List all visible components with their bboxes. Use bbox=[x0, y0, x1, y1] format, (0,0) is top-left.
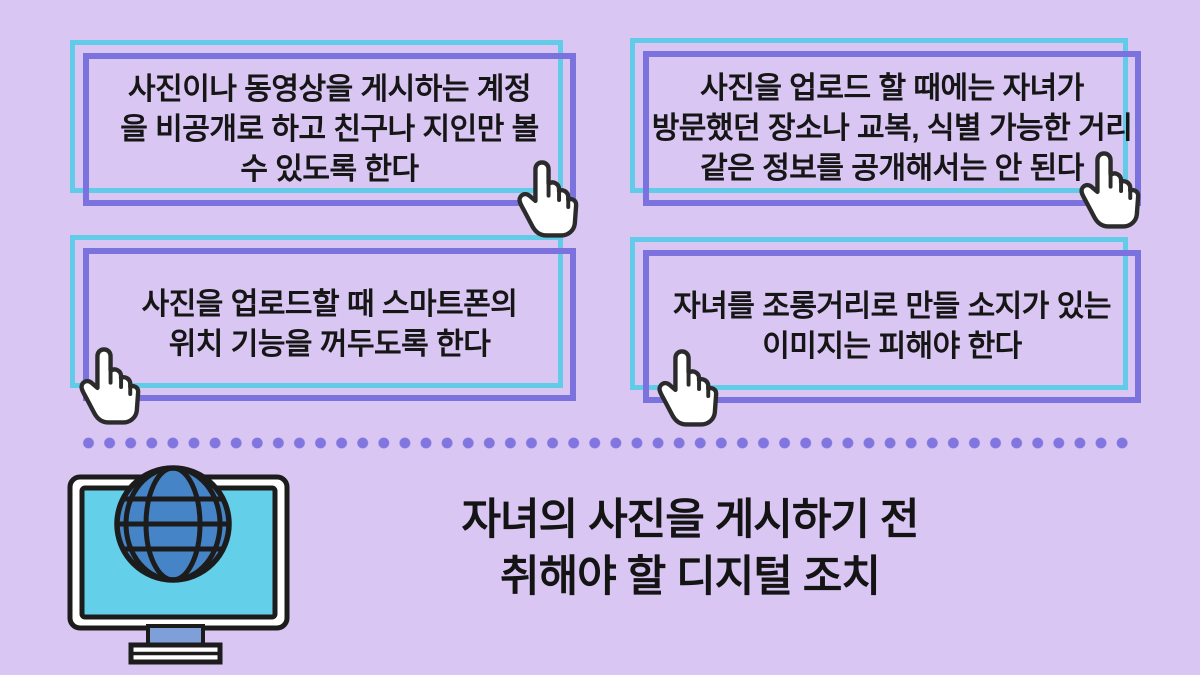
tip-text-line: 방문했던 장소나 교복, 식별 가능한 거리 bbox=[651, 111, 1133, 145]
title-line-2: 취해야 할 디지털 조치 bbox=[500, 553, 881, 601]
title-line-1: 자녀의 사진을 게시하기 전 bbox=[461, 496, 919, 544]
tip-text-line: 위치 기능을 꺼두도록 한다 bbox=[168, 327, 491, 361]
tip-box-no-identifying-info: 사진을 업로드 할 때에는 자녀가 방문했던 장소나 교복, 식별 가능한 거리… bbox=[630, 38, 1141, 206]
box-cyan-frame bbox=[630, 38, 1128, 193]
dotted-divider bbox=[78, 437, 1135, 449]
box-purple-frame: 사진을 업로드할 때 스마트폰의 위치 기능을 꺼두도록 한다 bbox=[83, 248, 576, 401]
tip-text-line: 사진을 업로드 할 때에는 자녀가 bbox=[700, 71, 1084, 105]
tip-text-line: 사진이나 동영상을 게시하는 계정 bbox=[128, 72, 531, 106]
tip-text-line: 사진을 업로드할 때 스마트폰의 bbox=[141, 287, 518, 321]
box-cyan-frame bbox=[70, 40, 563, 193]
box-purple-frame: 자녀를 조롱거리로 만들 소지가 있는 이미지는 피해야 한다 bbox=[643, 250, 1141, 403]
box-purple-frame: 사진을 업로드 할 때에는 자녀가 방문했던 장소나 교복, 식별 가능한 거리… bbox=[643, 51, 1141, 206]
hand-cursor-icon bbox=[1076, 148, 1146, 234]
monitor-globe-icon bbox=[67, 465, 290, 665]
tip-text-line: 같은 정보를 공개해서는 안 된다 bbox=[700, 151, 1084, 185]
hand-cursor-icon bbox=[514, 157, 584, 243]
page-title: 자녀의 사진을 게시하기 전 취해야 할 디지털 조치 bbox=[335, 492, 1045, 606]
globe-icon bbox=[114, 465, 232, 583]
tip-text-line: 자녀를 조롱거리로 만들 소지가 있는 bbox=[673, 289, 1111, 323]
hand-cursor-icon bbox=[76, 344, 146, 430]
box-purple-frame: 사진이나 동영상을 게시하는 계정 을 비공개로 하고 친구나 지인만 볼 수 … bbox=[83, 53, 576, 206]
box-cyan-frame bbox=[630, 237, 1128, 390]
tip-text-line: 이미지는 피해야 한다 bbox=[762, 329, 1022, 363]
box-cyan-frame bbox=[70, 235, 563, 388]
tip-box-avoid-mocking-images: 자녀를 조롱거리로 만들 소지가 있는 이미지는 피해야 한다 bbox=[630, 237, 1141, 403]
tip-box-gps-off: 사진을 업로드할 때 스마트폰의 위치 기능을 꺼두도록 한다 bbox=[70, 235, 576, 401]
tip-text-line: 수 있도록 한다 bbox=[240, 152, 419, 186]
hand-cursor-icon bbox=[654, 346, 724, 432]
tip-text-line: 을 비공개로 하고 친구나 지인만 볼 bbox=[120, 112, 539, 146]
tip-box-private-account: 사진이나 동영상을 게시하는 계정 을 비공개로 하고 친구나 지인만 볼 수 … bbox=[70, 40, 576, 206]
